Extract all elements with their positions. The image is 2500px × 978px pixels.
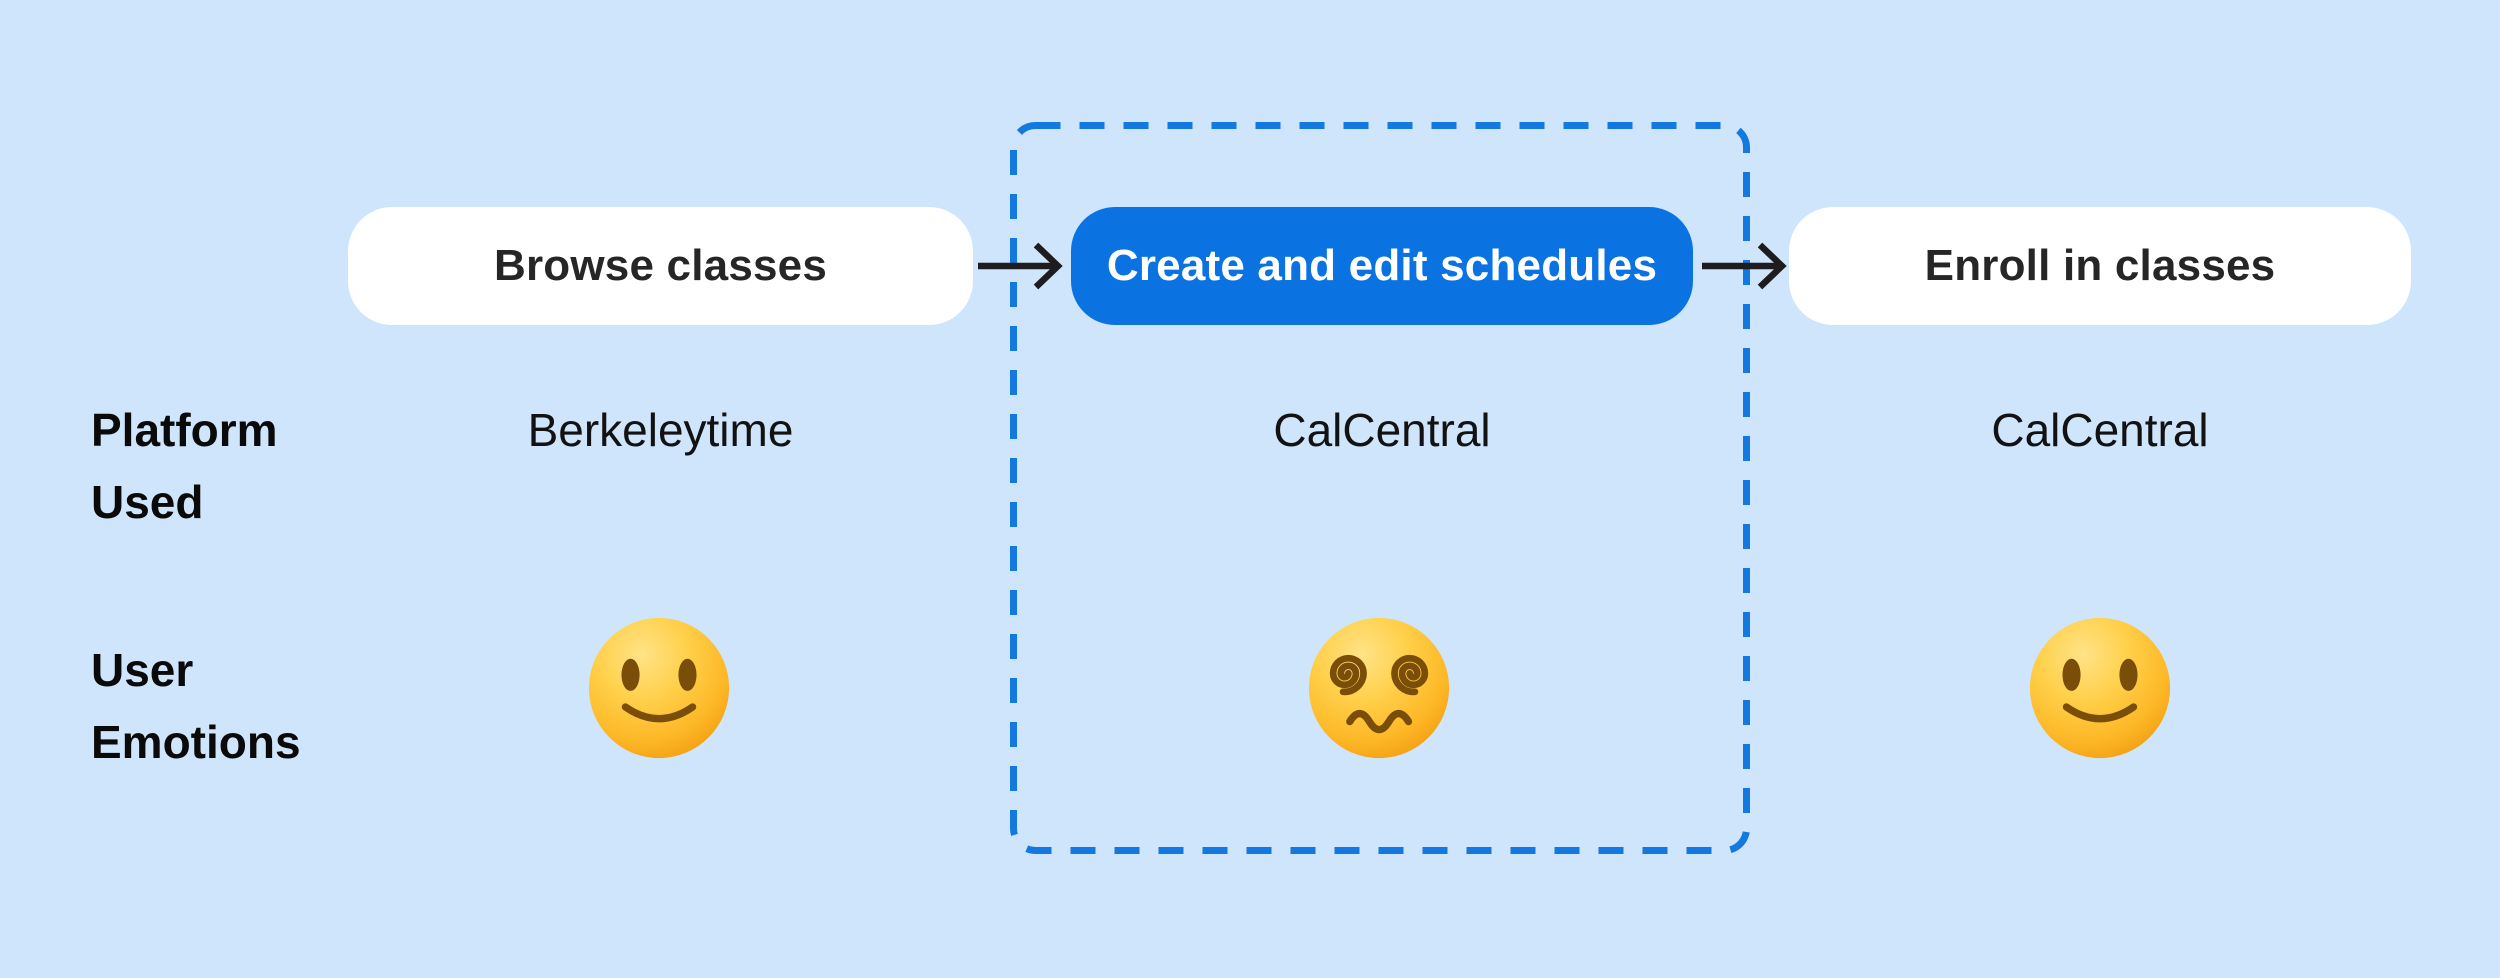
slightly-smiling-face-emoji-icon <box>2027 615 2173 761</box>
platform-value-berkeleytime: Berkeleytime <box>527 404 794 456</box>
flow-step-label: Browse classes <box>493 241 827 290</box>
platform-value-calcentral-1: CalCentral <box>1273 404 1491 456</box>
flow-step-browse-classes[interactable]: Browse classes <box>348 207 973 325</box>
platform-value-calcentral-2: CalCentral <box>1991 404 2209 456</box>
row-label-user-emotions: User Emotions <box>91 644 301 768</box>
flow-step-label: Enroll in classes <box>1924 241 2276 290</box>
right-arrow-icon <box>978 242 1063 290</box>
face-with-spiral-eyes-emoji-icon <box>1306 615 1452 761</box>
right-arrow-icon <box>1702 242 1787 290</box>
row-label-platform-used: Platform Used <box>91 404 278 528</box>
flow-step-label: Create and edit schedules <box>1106 241 1658 290</box>
slightly-smiling-face-emoji-icon <box>586 615 732 761</box>
dashed-highlight-border <box>1010 122 1750 854</box>
flow-step-create-edit-schedules[interactable]: Create and edit schedules <box>1071 207 1693 325</box>
flow-step-enroll-in-classes[interactable]: Enroll in classes <box>1789 207 2411 325</box>
